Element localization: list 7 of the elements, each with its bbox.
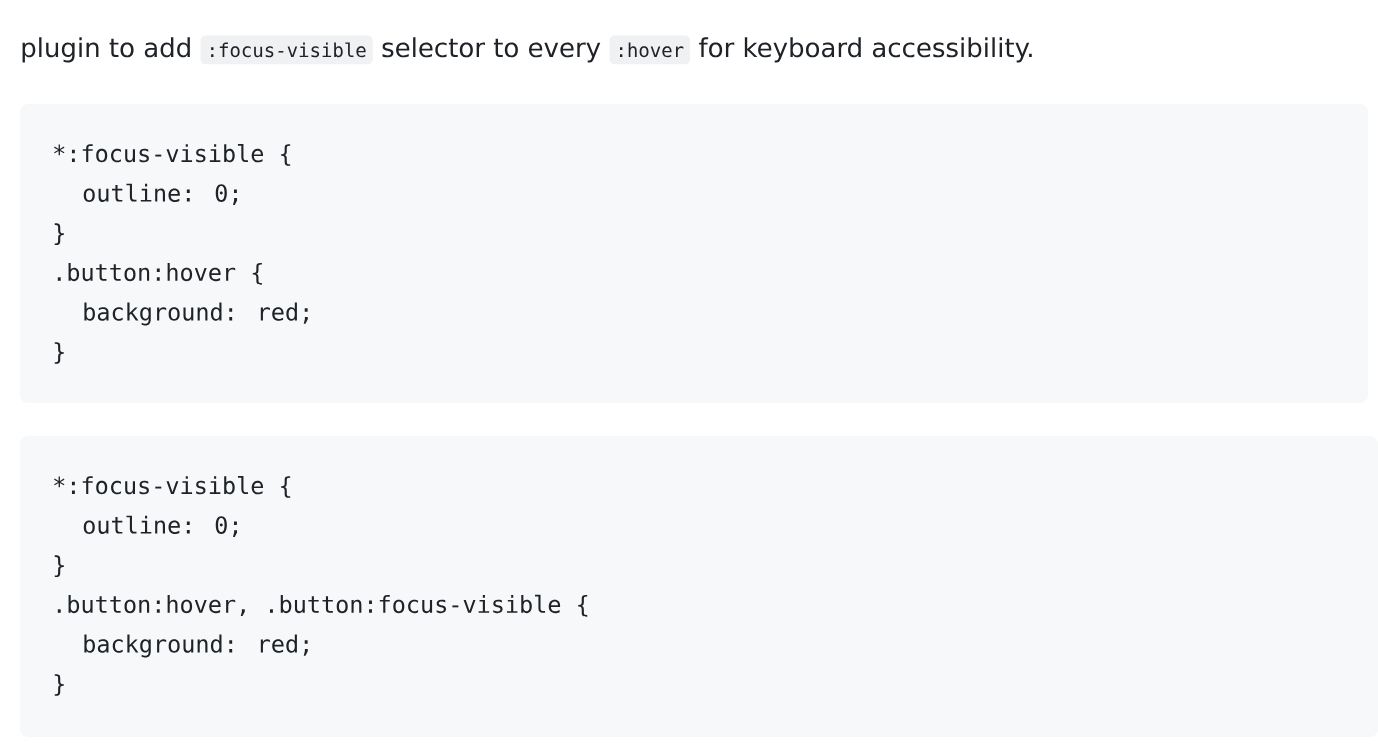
code-block: *:focus-visible { outline: 0; } .button:hover { background: red; } <box>20 104 1368 403</box>
inline-code: :hover <box>609 35 691 65</box>
heading-text: selector to every <box>382 37 601 63</box>
heading-text: plugin to add <box>22 37 190 63</box>
heading-text: for keyboard accessibility. <box>699 37 1032 63</box>
inline-code: :focus-visible <box>200 35 373 65</box>
code-block: *:focus-visible { outline: 0; } .button:hover, .button:focus-visible { background: red; } <box>20 436 1378 737</box>
